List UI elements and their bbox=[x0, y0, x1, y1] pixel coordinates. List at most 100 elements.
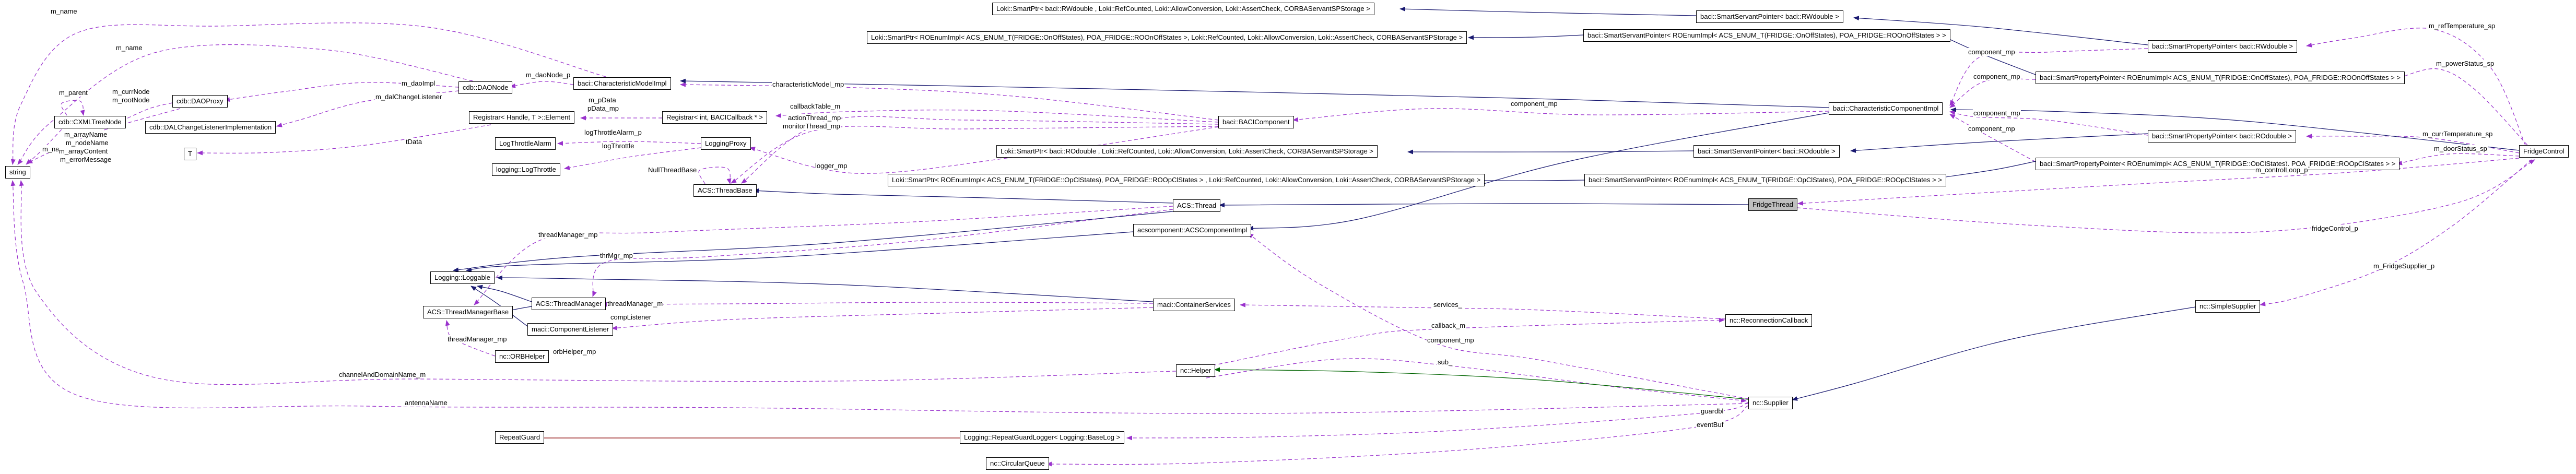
node-threadmanagerbase[interactable]: ACS::ThreadManagerBase bbox=[423, 306, 513, 318]
edge-inh-ssp-opcl bbox=[1475, 178, 1585, 183]
node-threadbase[interactable]: ACS::ThreadBase bbox=[693, 184, 757, 197]
node-logthrottlealarm[interactable]: LogThrottleAlarm bbox=[495, 137, 556, 150]
node-repeatguardlogger[interactable]: Logging::RepeatGuardLogger< Logging::Bas… bbox=[960, 431, 1125, 444]
node-orbhelper[interactable]: nc::ORBHelper bbox=[495, 350, 549, 363]
edge-channelanddomainname-m bbox=[19, 180, 1177, 385]
node-loggable[interactable]: Logging::Loggable bbox=[430, 271, 495, 284]
edge-inh-cc-acscomp bbox=[1248, 112, 1829, 231]
node-charcompimpl[interactable]: baci::CharacteristicComponentImpl bbox=[1829, 102, 1943, 115]
edge-inh-fridgethread-thread bbox=[1219, 203, 1749, 208]
edge-label-channelAndDomainName_m-30: channelAndDomainName_m bbox=[338, 371, 427, 378]
edge-m-daonode-p bbox=[510, 81, 574, 88]
node-loki-rwdouble[interactable]: Loki::SmartPtr< baci::RWdouble , Loki::R… bbox=[992, 3, 1374, 15]
node-spp-roonoff[interactable]: baci::SmartPropertyPointer< ROEnumImpl< … bbox=[2036, 72, 2405, 84]
edge-inh-thread-threadbase bbox=[753, 188, 1173, 204]
node-string[interactable]: string bbox=[5, 166, 30, 179]
node-loki-rodouble[interactable]: Loki::SmartPtr< baci::ROdouble , Loki::R… bbox=[996, 145, 1378, 158]
edge-fridgecontrol-p bbox=[1796, 159, 2535, 233]
edge-label-fridgeControl_p-46: fridgeControl_p bbox=[2311, 224, 2359, 232]
node-circularqueue[interactable]: nc::CircularQueue bbox=[986, 457, 1049, 470]
edge-label-component_mp-39: component_mp bbox=[1973, 109, 2021, 117]
edge-inh-simplesupplier-supplier bbox=[1792, 306, 2196, 401]
node-bacicomponent[interactable]: baci::BACIComponent bbox=[1218, 116, 1294, 128]
node-loggingproxy[interactable]: LoggingProxy bbox=[701, 137, 751, 150]
node-dalchangelistener[interactable]: cdb::DALChangeListenerImplementation bbox=[145, 121, 276, 134]
edge-label-component_mp-38: component_mp bbox=[1973, 73, 2021, 80]
node-ssp-rwdouble[interactable]: baci::SmartServantPointer< baci::RWdoubl… bbox=[1696, 10, 1843, 23]
node-daoproxy[interactable]: cdb::DAOProxy bbox=[172, 95, 228, 108]
edge-component-mp-2 bbox=[1949, 78, 2036, 108]
edge-label-guardbl-48: guardbl bbox=[1700, 407, 1724, 415]
node-componentlistener[interactable]: maci::ComponentListener bbox=[527, 323, 614, 336]
node-acscomponentimpl[interactable]: acscomponent::ACSComponentImpl bbox=[1133, 224, 1252, 236]
edge-label-pData_mp-15: pData_mp bbox=[587, 104, 619, 112]
node-nchelper[interactable]: nc::Helper bbox=[1176, 364, 1216, 377]
edge-thrmgr-mp bbox=[592, 209, 1173, 297]
edge-label-m_parent-3: m_parent bbox=[58, 89, 88, 97]
edge-m-parent-loop bbox=[61, 100, 85, 116]
edge-guardbl bbox=[1126, 402, 1749, 441]
node-registrar-element[interactable]: Registrar< Handle, T >::Element bbox=[469, 111, 574, 124]
node-ssp-roonoff[interactable]: baci::SmartServantPointer< ROEnumImpl< A… bbox=[1583, 29, 1950, 42]
node-ncsupplier[interactable]: nc::Supplier bbox=[1748, 397, 1793, 409]
edge-label-sub_-35: sub_ bbox=[1437, 358, 1453, 366]
node-threadmanager[interactable]: ACS::ThreadManager bbox=[532, 298, 606, 310]
node-logthrottle[interactable]: logging::LogThrottle bbox=[492, 163, 560, 176]
edge-label-m_currNode-4: m_currNode bbox=[112, 88, 150, 96]
edge-nullthreadbase-loop bbox=[698, 167, 732, 184]
edge-m-fridgesupplier-p bbox=[2260, 159, 2532, 306]
edge-label-m_name-1: m_name bbox=[115, 44, 143, 52]
edge-antennaname bbox=[10, 180, 1749, 414]
node-acsthread[interactable]: ACS::Thread bbox=[1173, 199, 1221, 212]
edge-label-callback_m-33: callback_m bbox=[1431, 322, 1466, 329]
node-loki-roonoff[interactable]: Loki::SmartPtr< ROEnumImpl< ACS_ENUM_T(F… bbox=[867, 31, 1467, 44]
edge-label-m_controlLoop_p-45: m_controlLoop_p bbox=[2255, 166, 2309, 174]
edge-label-characteristicModel_mp-20: characteristicModel_mp bbox=[772, 80, 845, 88]
edge-sub bbox=[1206, 358, 1747, 403]
edge-label-m_arrayContent-8: m_arrayContent bbox=[58, 147, 109, 155]
node-reconnectioncallback[interactable]: nc::ReconnectionCallback bbox=[1725, 314, 1813, 327]
edge-inh-spp-opcl bbox=[1938, 161, 2036, 180]
node-ssp-roopcl[interactable]: baci::SmartServantPointer< ROEnumImpl< A… bbox=[1584, 174, 1946, 186]
node-loki-roopcl[interactable]: Loki::SmartPtr< ROEnumImpl< ACS_ENUM_T(F… bbox=[888, 174, 1485, 186]
edge-label-callbackTable_m-21: callbackTable_m bbox=[790, 102, 841, 110]
edge-label-actionThread_mp-22: actionThread_mp bbox=[787, 114, 842, 122]
node-registrar-bacicallback[interactable]: Registrar< int, BACICallback * > bbox=[662, 111, 767, 124]
node-ssp-rodouble[interactable]: baci::SmartServantPointer< baci::ROdoubl… bbox=[1693, 145, 1840, 158]
edge-label-m_name-0: m_name bbox=[50, 7, 78, 15]
edge-label-m_pData-14: m_pData bbox=[588, 96, 617, 104]
node-containerservices[interactable]: maci::ContainerServices bbox=[1153, 299, 1235, 311]
edge-label-orbHelper_mp-29: orbHelper_mp bbox=[552, 348, 597, 355]
edge-label-compListener-27: compListener bbox=[610, 313, 652, 321]
node-charmodelimpl[interactable]: baci::CharacteristicModelImpl bbox=[573, 77, 671, 90]
node-cxmltreenode[interactable]: cdb::CXMLTreeNode bbox=[54, 116, 126, 128]
edge-callbacktable-m bbox=[775, 110, 1219, 123]
edge-m-doorstatus-sp bbox=[2396, 153, 2520, 165]
edge-inh-thread-loggable bbox=[453, 211, 1173, 272]
edge-label-thrMgr_mp-25: thrMgr_mp bbox=[599, 252, 633, 259]
edge-label-m_powerStatus_sp-42: m_powerStatus_sp bbox=[2436, 60, 2495, 67]
node-fridgecontrol[interactable]: FridgeControl bbox=[2519, 145, 2569, 158]
edge-label-tData-10: tData bbox=[405, 138, 423, 146]
node-simplesupplier[interactable]: nc::SimpleSupplier bbox=[2195, 300, 2261, 313]
edge-label-m_doorStatus_sp-44: m_doorStatus_sp bbox=[2433, 145, 2488, 152]
node-daonode[interactable]: cdb::DAONode bbox=[458, 81, 513, 94]
node-spp-roopcl[interactable]: baci::SmartPropertyPointer< ROEnumImpl< … bbox=[2036, 158, 2400, 170]
node-fridgethread[interactable]: FridgeThread bbox=[1748, 198, 1798, 211]
edge-label-m_dalChangeListener-12: m_dalChangeListener bbox=[375, 93, 443, 101]
node-spp-rodouble[interactable]: baci::SmartPropertyPointer< baci::ROdoub… bbox=[2148, 130, 2297, 143]
node-t[interactable]: T bbox=[184, 148, 196, 160]
edge-logthrottle bbox=[564, 147, 701, 170]
edge-label-logger_mp-19: logger_mp bbox=[815, 162, 848, 170]
edge-threadmanager-mp-a bbox=[474, 206, 1173, 305]
edge-inh-ssp-onoff bbox=[1468, 34, 1584, 40]
edge-label-component_mp-37: component_mp bbox=[1968, 48, 2016, 56]
edge-threadmanager-m bbox=[601, 302, 1154, 307]
node-spp-rwdouble[interactable]: baci::SmartPropertyPointer< baci::RWdoub… bbox=[2148, 40, 2298, 53]
node-repeatguard[interactable]: RepeatGuard bbox=[495, 431, 545, 444]
edge-label-services_-32: services_ bbox=[1433, 301, 1463, 309]
edge-label-threadManager_mp-24: threadManager_mp bbox=[538, 231, 598, 239]
edge-label-antennaName-31: antennaName bbox=[404, 399, 448, 407]
edge-label-m_arrayName-6: m_arrayName bbox=[64, 131, 108, 138]
